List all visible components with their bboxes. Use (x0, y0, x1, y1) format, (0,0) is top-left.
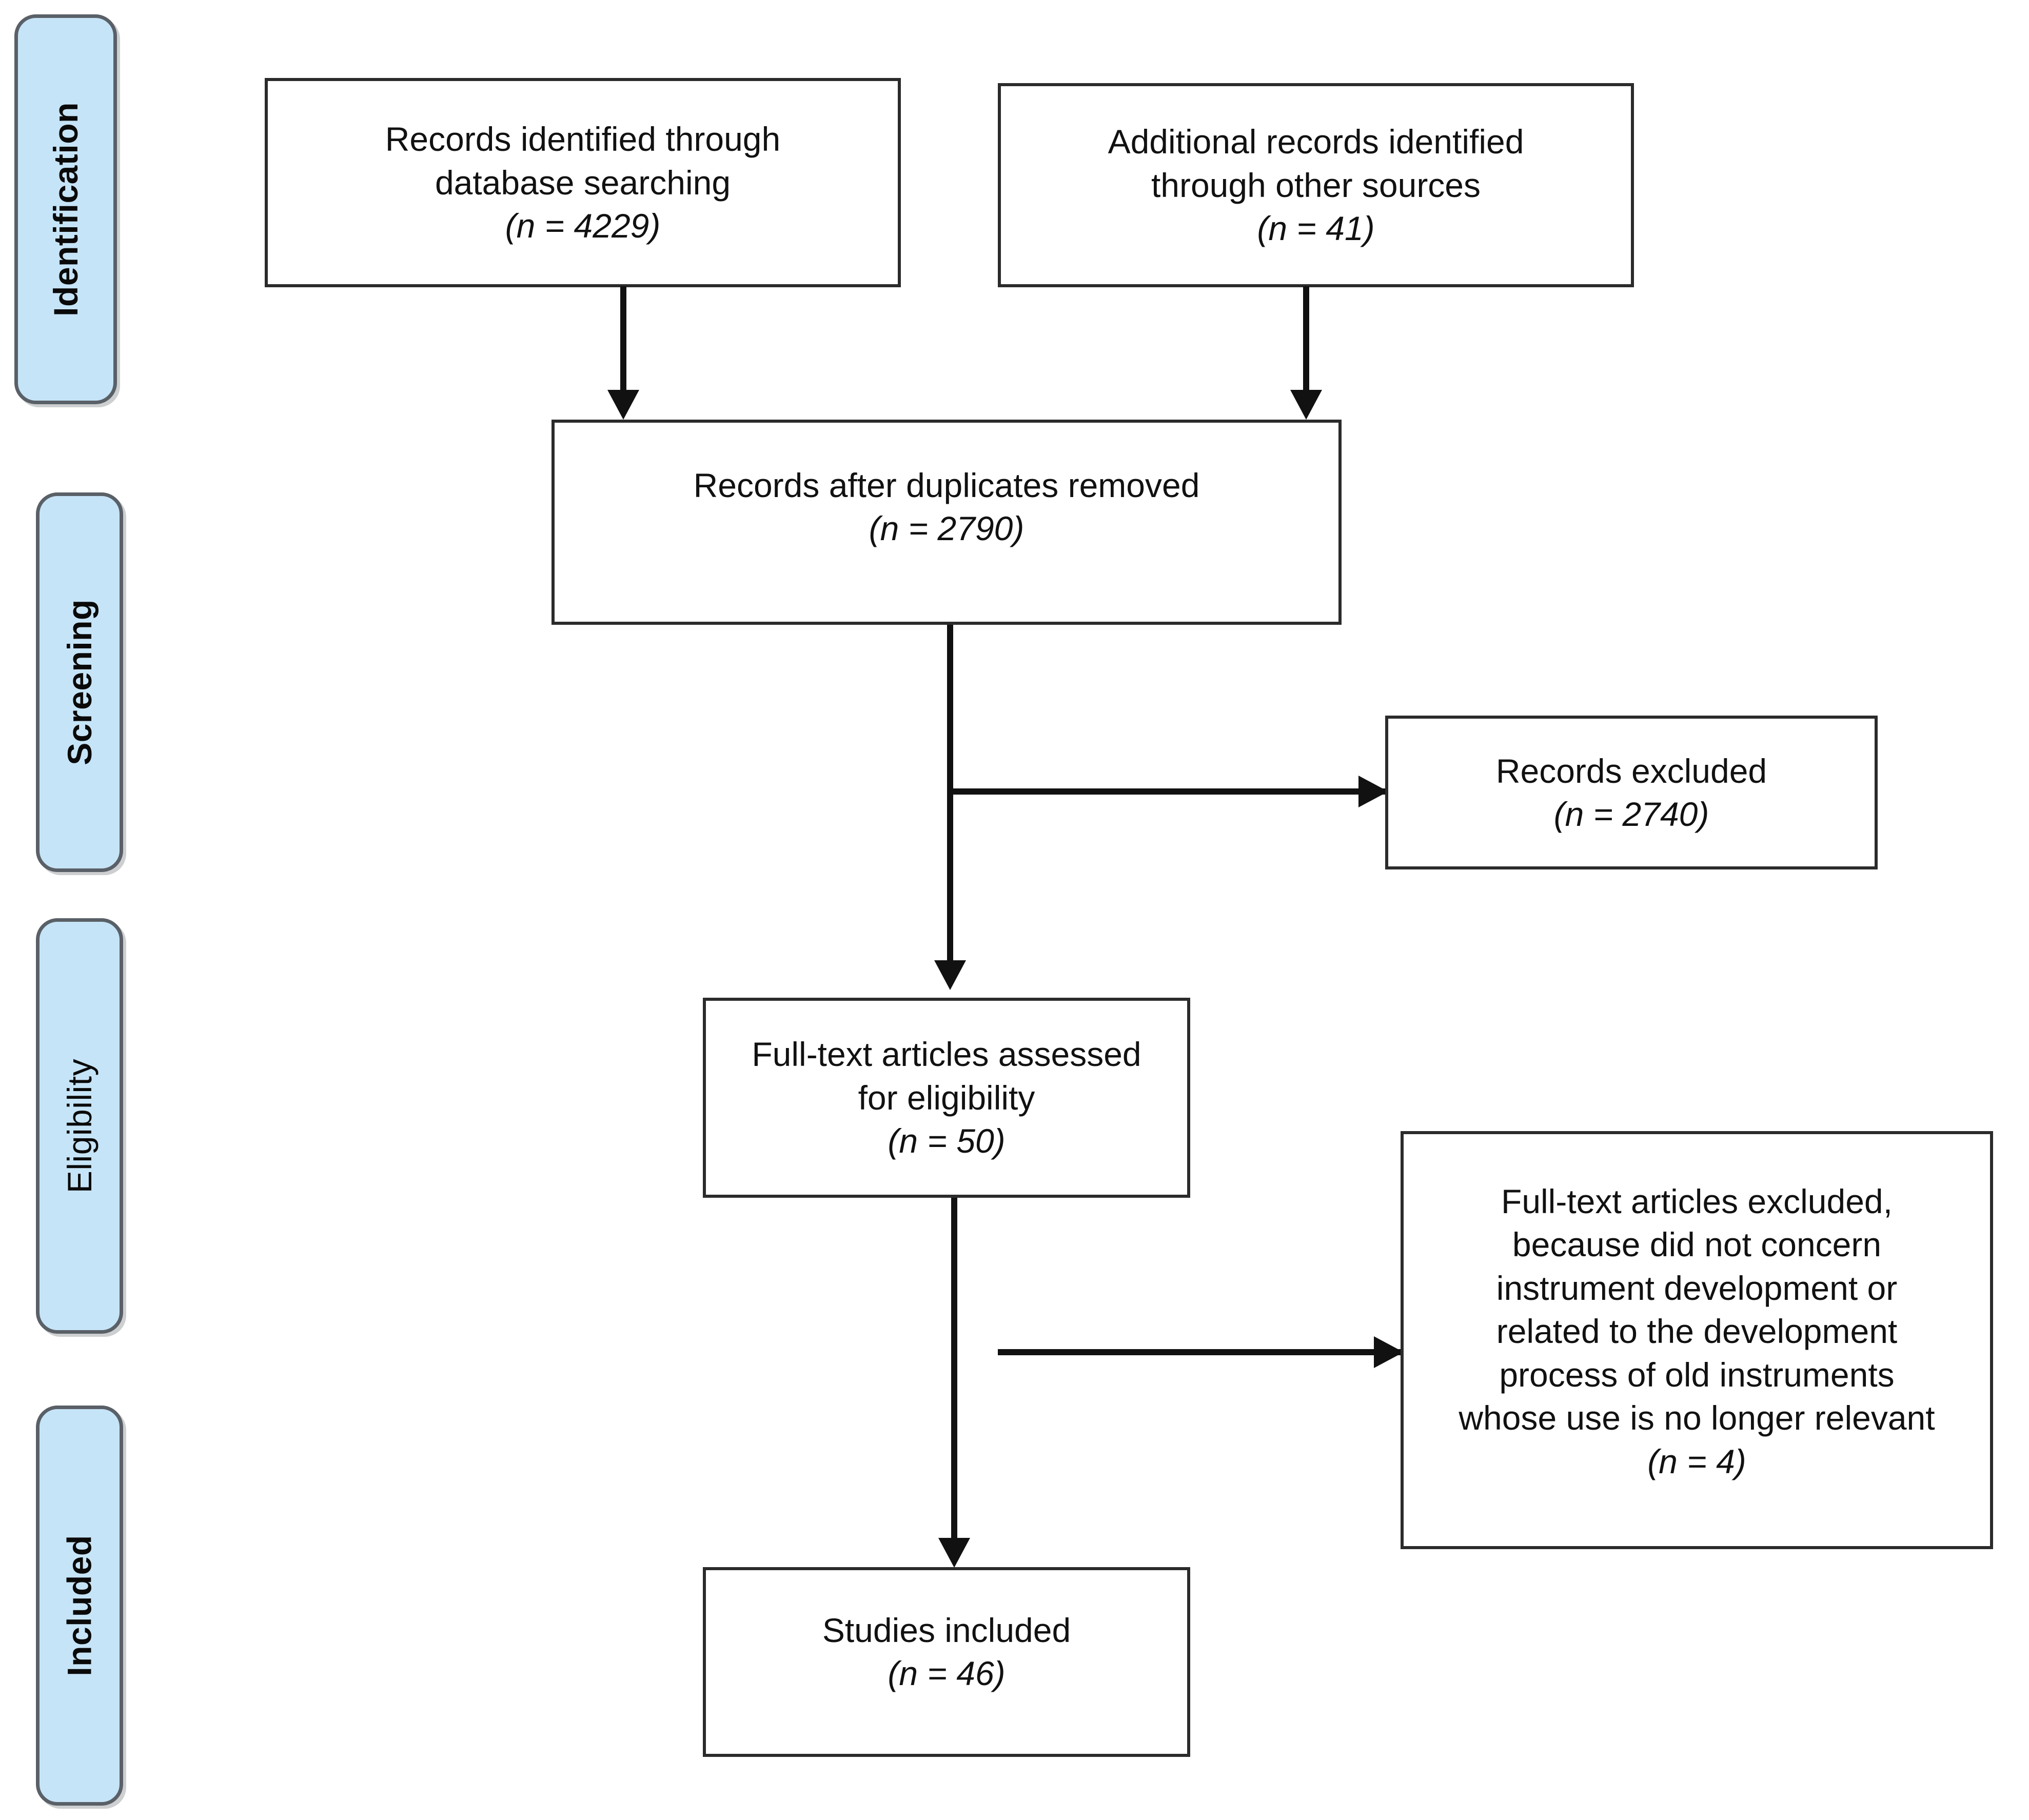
box-fulltext-excluded-text: Full-text articles excluded, because did… (1446, 1180, 1947, 1483)
box-count: (n = 41) (1257, 209, 1375, 248)
box-count: (n = 50) (888, 1122, 1006, 1160)
stage-pill-screening: Screening (36, 492, 123, 872)
connector-line-to-records-excluded (950, 788, 1385, 795)
stage-pill-eligibility: Eligibility (36, 918, 123, 1334)
box-line: database searching (435, 163, 731, 202)
stage-pill-identification-label: Identification (47, 102, 85, 316)
box-line: because did not concern (1512, 1225, 1882, 1264)
box-records-identified-database: Records identified through database sear… (265, 78, 901, 287)
box-records-identified-database-text: Records identified through database sear… (373, 117, 793, 247)
stage-pill-included: Included (36, 1406, 123, 1806)
box-studies-included: Studies included (n = 46) (703, 1567, 1190, 1757)
box-count: (n = 2740) (1553, 795, 1709, 833)
box-line: Studies included (822, 1611, 1071, 1649)
box-line: Full-text articles assessed (752, 1035, 1141, 1074)
stage-pill-eligibility-label: Eligibility (61, 1058, 99, 1194)
box-line: instrument development or (1496, 1269, 1898, 1307)
box-line: related to the development (1496, 1312, 1898, 1351)
box-line: Additional records identified (1108, 123, 1524, 161)
box-line: Records identified through (385, 120, 781, 159)
box-records-excluded-text: Records excluded (n = 2740) (1484, 749, 1779, 836)
connector-line-other-to-duplicates (1303, 286, 1309, 398)
stage-pill-identification: Identification (14, 14, 117, 404)
box-studies-included-text: Studies included (n = 46) (810, 1609, 1083, 1695)
arrow-down-other-to-duplicates (1290, 390, 1322, 420)
box-line: for eligibility (858, 1078, 1035, 1117)
box-records-excluded: Records excluded (n = 2740) (1385, 716, 1878, 869)
connector-line-duplicates-to-fulltext (947, 625, 953, 968)
box-records-after-duplicates: Records after duplicates removed (n = 27… (551, 420, 1342, 625)
box-line: Full-text articles excluded, (1501, 1182, 1893, 1220)
arrow-down-db-to-duplicates (607, 390, 639, 420)
box-fulltext-assessed: Full-text articles assessed for eligibil… (703, 998, 1190, 1198)
box-line: whose use is no longer relevant (1459, 1399, 1935, 1437)
stage-pill-screening-label: Screening (61, 599, 99, 765)
connector-line-fulltext-to-included (951, 1198, 957, 1547)
box-records-identified-other-text: Additional records identified through ot… (1096, 120, 1536, 250)
box-line: process of old instruments (1499, 1355, 1895, 1394)
box-line: Records excluded (1495, 751, 1767, 790)
arrow-right-to-records-excluded (1358, 776, 1388, 807)
arrow-down-fulltext-to-included (938, 1538, 970, 1568)
box-count: (n = 46) (888, 1654, 1006, 1692)
connector-line-db-to-duplicates (620, 286, 626, 398)
box-fulltext-excluded: Full-text articles excluded, because did… (1401, 1131, 1993, 1549)
box-line: through other sources (1151, 166, 1481, 204)
connector-line-to-fulltext-excluded (998, 1349, 1401, 1355)
box-count: (n = 4229) (505, 207, 661, 245)
box-records-identified-other: Additional records identified through ot… (998, 83, 1634, 287)
box-count: (n = 4) (1647, 1442, 1746, 1480)
arrow-down-duplicates-to-fulltext (934, 960, 966, 990)
stage-pill-included-label: Included (61, 1535, 99, 1676)
box-records-after-duplicates-text: Records after duplicates removed (n = 27… (681, 464, 1212, 550)
box-fulltext-assessed-text: Full-text articles assessed for eligibil… (739, 1033, 1153, 1162)
box-count: (n = 2790) (869, 509, 1025, 547)
arrow-right-to-fulltext-excluded (1374, 1336, 1404, 1368)
box-line: Records after duplicates removed (693, 466, 1200, 504)
